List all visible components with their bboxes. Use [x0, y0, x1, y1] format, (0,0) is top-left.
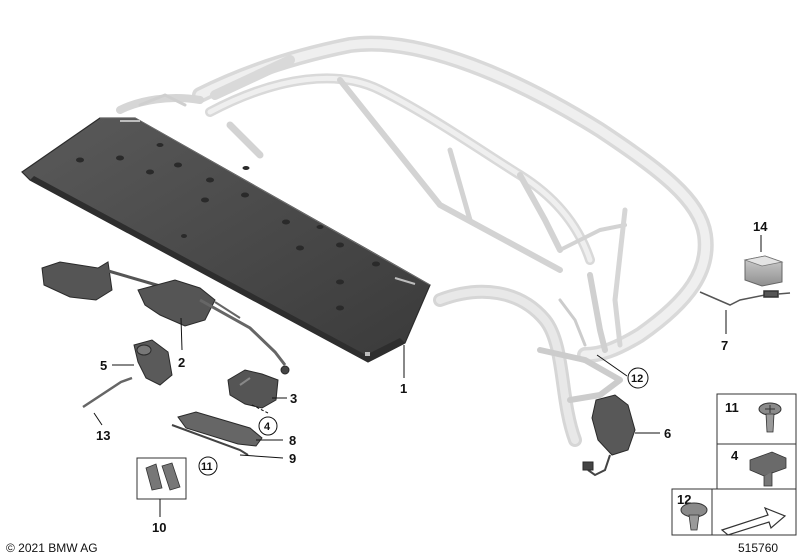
legend-label-11: 11	[725, 400, 739, 415]
callout-11: 11	[201, 461, 213, 473]
bracket-part-8	[171, 411, 263, 456]
callout-6: 6	[664, 426, 671, 441]
latch-part-3	[227, 369, 279, 409]
diagram-number: 515760	[738, 541, 779, 555]
callout-14: 14	[753, 219, 768, 234]
clip-nut-icon	[749, 451, 787, 487]
rivet-icon	[680, 502, 708, 531]
callout-4-circle	[258, 416, 278, 436]
screw-icon	[758, 402, 782, 433]
callout-12-circle	[627, 367, 649, 389]
callout-10: 10	[152, 520, 166, 535]
callout-9: 9	[289, 451, 296, 466]
rod-part-13	[82, 376, 133, 409]
motor-part-5	[133, 339, 173, 386]
legend-box-arrow	[711, 488, 797, 536]
callout-13: 13	[96, 428, 110, 443]
callout-12: 12	[631, 373, 643, 385]
drive-unit-part-2	[41, 261, 290, 375]
fastener-legend: 11 4 12	[671, 393, 797, 536]
callout-labels: 1 2 3 5 6 7 8 9 10 13 14 4 11 12	[96, 219, 768, 535]
legend-box-11	[716, 393, 797, 445]
cable-part-7	[699, 290, 791, 306]
callout-8: 8	[289, 433, 296, 448]
copyright-text: © 2021 BMW AG	[6, 541, 98, 555]
callout-3: 3	[290, 391, 297, 406]
pad-part-14	[743, 255, 784, 287]
callout-1: 1	[400, 381, 407, 396]
convertible-top-frame	[116, 35, 714, 447]
legend-label-4: 4	[731, 448, 739, 463]
direction-arrow-icon	[720, 506, 787, 536]
callout-11-circle	[198, 456, 218, 476]
callout-2: 2	[178, 355, 185, 370]
clips-part-10	[136, 457, 187, 500]
legend-label-12: 12	[677, 492, 691, 507]
leader-lines	[93, 235, 762, 517]
hydraulic-unit-part-6	[582, 394, 636, 477]
callout-4: 4	[264, 421, 271, 433]
callout-5: 5	[100, 358, 107, 373]
cover-panel-part-1	[21, 117, 431, 363]
callout-7: 7	[721, 338, 728, 353]
